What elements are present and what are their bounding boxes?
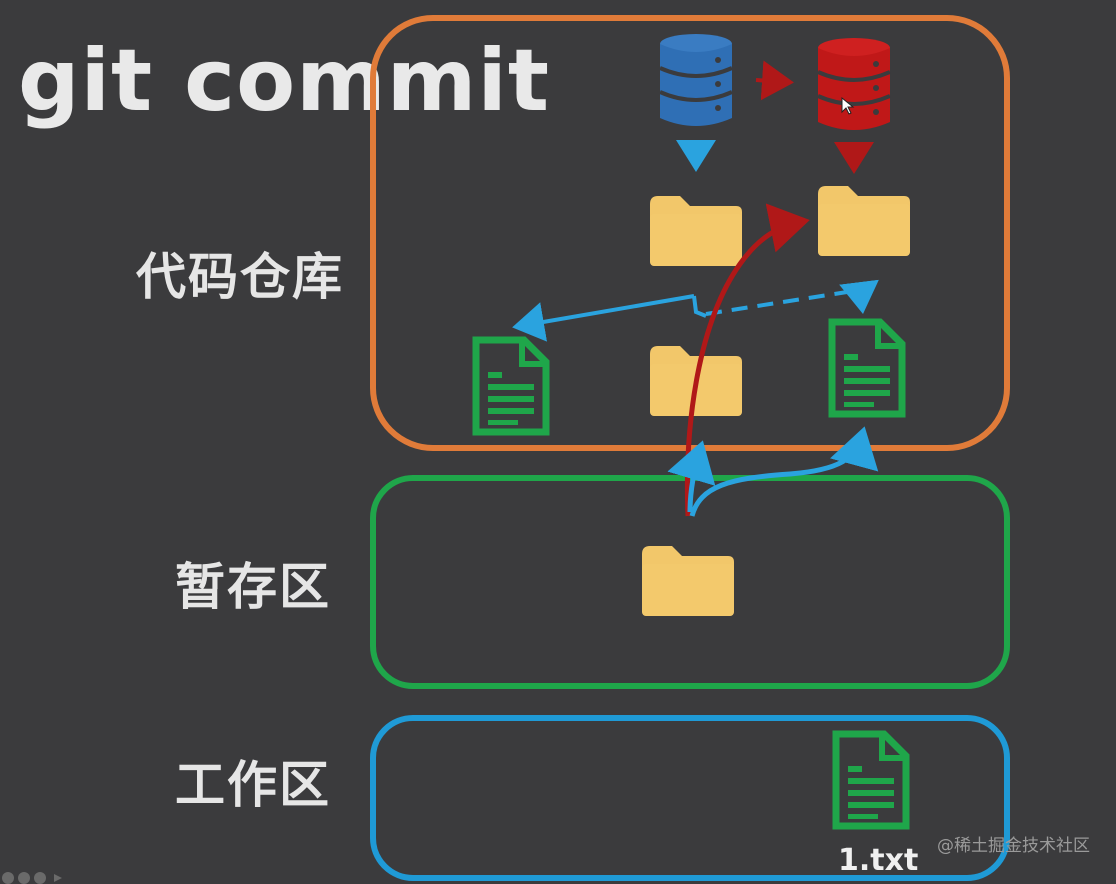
- cursor-icon: [841, 96, 855, 115]
- file-name-label: 1.txt: [838, 843, 919, 878]
- next-control-icon[interactable]: [54, 874, 62, 882]
- folder-icon: [818, 186, 910, 256]
- zoom-control-icon[interactable]: [18, 872, 30, 884]
- repository-label: 代码仓库: [136, 248, 344, 306]
- menu-control-icon[interactable]: [34, 872, 46, 884]
- prev-control-icon[interactable]: [2, 872, 14, 884]
- document-icon: [476, 340, 546, 432]
- working-area-label: 工作区: [175, 756, 331, 814]
- slide-title: git commit: [18, 31, 550, 131]
- blue-dashed-arrow: [705, 279, 879, 316]
- blue-database-icon: [658, 32, 734, 128]
- document-icon: [832, 322, 902, 414]
- working-zone-box: [370, 715, 1010, 881]
- database-link-arrow: [755, 60, 794, 101]
- player-controls[interactable]: [0, 868, 96, 884]
- blue-staging-up-arrow: [667, 440, 716, 513]
- folder-icon: [650, 196, 742, 266]
- folder-icon: [642, 546, 734, 616]
- blue-staging-to-file-arrow: [689, 426, 879, 517]
- document-icon: [836, 734, 906, 826]
- red-database-icon: [816, 36, 892, 132]
- watermark: @稀土掘金技术社区: [937, 836, 1090, 856]
- blue-tree-to-file-arrow: [692, 295, 707, 318]
- blue-tree-left-arrow: [512, 294, 695, 342]
- staging-area-label: 暂存区: [175, 558, 331, 616]
